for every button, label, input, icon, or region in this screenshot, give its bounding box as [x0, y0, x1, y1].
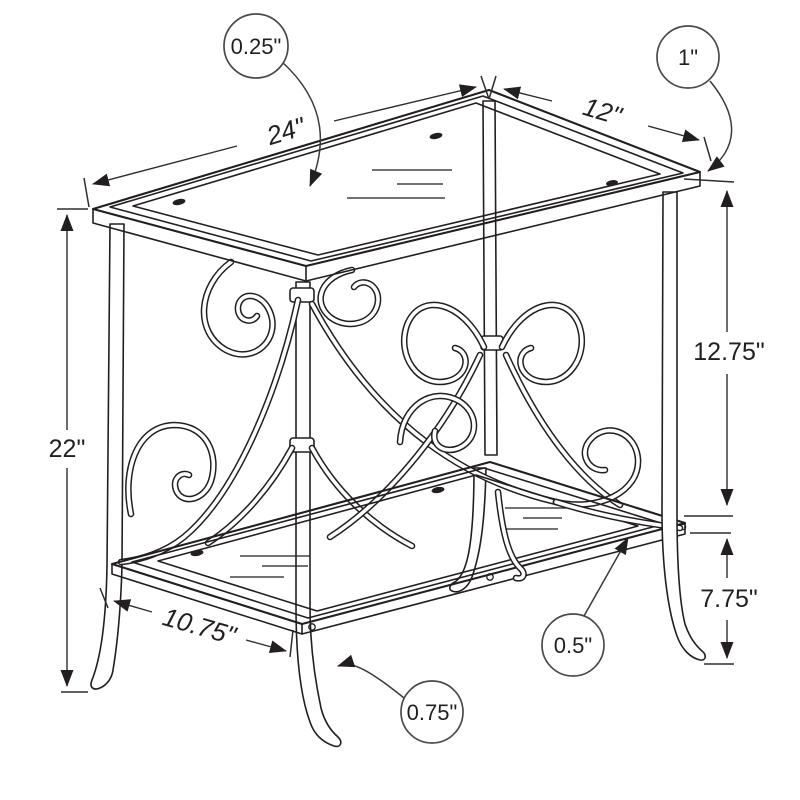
glass-thickness-callout-circle — [223, 13, 289, 79]
top-glass-reflections — [347, 169, 452, 199]
shelf-glass-thickness-label: 0.5" — [554, 633, 592, 658]
top-screw-right — [606, 180, 618, 186]
front-leg-collar-upper — [289, 287, 315, 303]
front-leg-collar-mid — [289, 437, 315, 453]
table-legs — [90, 100, 504, 748]
table-top — [91, 88, 702, 282]
top-screw-left — [172, 198, 186, 206]
shelf-screw-left — [190, 549, 204, 557]
top-screw-back — [429, 132, 443, 140]
right-leg — [661, 191, 706, 661]
left-leg — [90, 223, 125, 690]
shelf-glass-reflections — [230, 507, 567, 578]
leg-thickness-label: 0.75" — [407, 700, 458, 725]
front-leg — [295, 281, 342, 748]
overall-height-label: 22" — [49, 435, 86, 463]
leg-thickness-callout-circle — [400, 680, 464, 744]
shelf-depth-label: 10.75" — [159, 601, 240, 651]
scrollwork — [121, 262, 638, 562]
frame-edge-label: 1" — [678, 45, 698, 70]
shelf-screw-back — [431, 486, 445, 494]
shelf-clearance-label: 12.75" — [693, 338, 764, 366]
dimension-lines — [57, 75, 735, 693]
back-leg — [482, 100, 498, 456]
shelf-screw-hole-mid — [486, 573, 494, 581]
frame-edge-callout-circle — [656, 25, 720, 89]
glass-thickness-label: 0.25" — [231, 34, 282, 59]
back-leg-foot — [449, 467, 487, 593]
top-depth-label: 12" — [580, 91, 627, 131]
shelf-floor-height-label: 7.75" — [700, 585, 758, 613]
shelf-glass-thickness-callout-circle — [541, 613, 605, 677]
callouts: 0.25" 1" 0.75" 0.5" — [223, 13, 733, 744]
shelf-screw-hole-front — [308, 623, 316, 631]
